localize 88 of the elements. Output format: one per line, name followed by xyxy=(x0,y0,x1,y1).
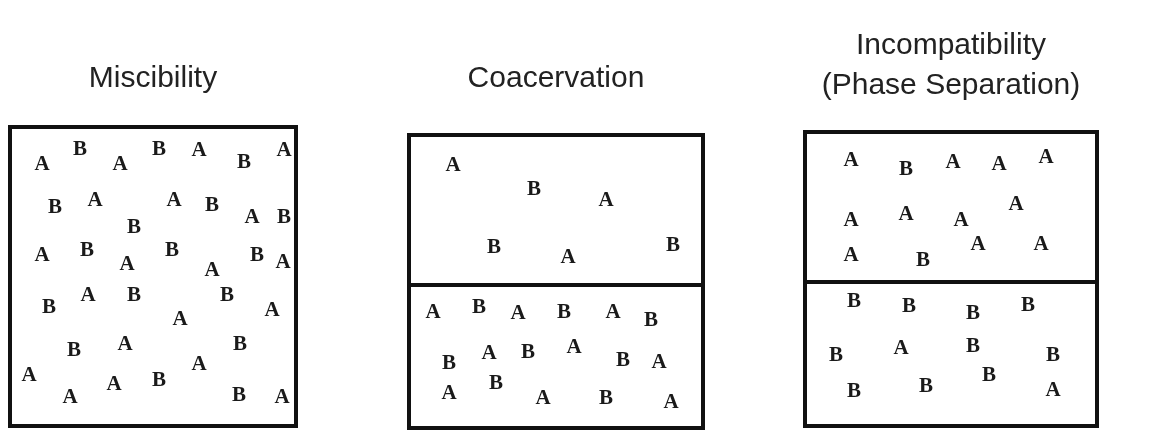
particle-letter: A xyxy=(119,252,135,274)
particle-letter: B xyxy=(489,371,503,393)
particle-letter: A xyxy=(275,250,291,272)
particle-letter: B xyxy=(472,295,486,317)
particle-letter: A xyxy=(843,243,859,265)
panel-title: Incompatibility (Phase Separation) xyxy=(820,26,1082,102)
panel-title: Coacervation xyxy=(467,59,645,95)
particle-letter: B xyxy=(127,215,141,237)
particle-letter: B xyxy=(165,238,179,260)
particle-letter: A xyxy=(481,341,497,363)
particle-letter: B xyxy=(982,363,996,385)
particle-letter: B xyxy=(487,235,501,257)
particle-letter: A xyxy=(566,335,582,357)
particle-letter: B xyxy=(1021,293,1035,315)
particle-letter: B xyxy=(152,368,166,390)
particle-letter: A xyxy=(21,363,37,385)
particle-letter: B xyxy=(73,137,87,159)
particle-letter: B xyxy=(205,193,219,215)
particle-letter: B xyxy=(237,150,251,172)
particle-letter: A xyxy=(560,245,576,267)
particle-letter: A xyxy=(953,208,969,230)
particle-letter: A xyxy=(172,307,188,329)
particle-letter: B xyxy=(250,243,264,265)
particle-letter: A xyxy=(843,148,859,170)
particle-letter: B xyxy=(277,205,291,227)
particle-letter: A xyxy=(1033,232,1049,254)
particle-letter: B xyxy=(152,137,166,159)
particle-letter: A xyxy=(945,150,961,172)
particle-letter: B xyxy=(847,289,861,311)
particle-letter: B xyxy=(599,386,613,408)
particle-letter: A xyxy=(598,188,614,210)
particle-letter: B xyxy=(966,301,980,323)
particle-letter: A xyxy=(80,283,96,305)
particle-letter: A xyxy=(651,350,667,372)
particle-letter: A xyxy=(898,202,914,224)
particle-letter: A xyxy=(191,352,207,374)
particle-letter: A xyxy=(106,372,122,394)
particle-letter: B xyxy=(847,379,861,401)
particle-letter: A xyxy=(1038,145,1054,167)
particle-letter: B xyxy=(220,283,234,305)
particle-letter: A xyxy=(1045,378,1061,400)
particle-letter: A xyxy=(970,232,986,254)
particle-letter: A xyxy=(34,243,50,265)
particle-letter: A xyxy=(274,385,290,407)
particle-letter: B xyxy=(829,343,843,365)
particle-letter: A xyxy=(991,152,1007,174)
particle-letter: A xyxy=(535,386,551,408)
particle-letter: A xyxy=(893,336,909,358)
particle-letter: A xyxy=(425,300,441,322)
particle-letter: B xyxy=(899,157,913,179)
particle-letter: A xyxy=(510,301,526,323)
particle-letter: A xyxy=(441,381,457,403)
particle-letter: A xyxy=(663,390,679,412)
particle-letter: B xyxy=(902,294,916,316)
particle-letter: B xyxy=(80,238,94,260)
particle-letter: B xyxy=(644,308,658,330)
particle-letter: B xyxy=(48,195,62,217)
particle-letter: A xyxy=(264,298,280,320)
particle-letter: A xyxy=(112,152,128,174)
particle-letter: A xyxy=(62,385,78,407)
particle-letter: B xyxy=(1046,343,1060,365)
particle-letter: B xyxy=(233,332,247,354)
particle-letter: B xyxy=(919,374,933,396)
particle-letter: B xyxy=(557,300,571,322)
particle-letter: A xyxy=(87,188,103,210)
particle-letter: B xyxy=(616,348,630,370)
particle-letter: A xyxy=(445,153,461,175)
particle-letter: A xyxy=(276,138,292,160)
particle-letter: B xyxy=(232,383,246,405)
panel-title: Miscibility xyxy=(88,59,218,95)
particle-letter: B xyxy=(527,177,541,199)
particle-letter: A xyxy=(204,258,220,280)
particle-letter: A xyxy=(117,332,133,354)
particle-letter: A xyxy=(166,188,182,210)
particle-letter: A xyxy=(191,138,207,160)
particle-letter: B xyxy=(966,334,980,356)
particle-letter: B xyxy=(67,338,81,360)
particle-letter: A xyxy=(1008,192,1024,214)
particle-letter: B xyxy=(521,340,535,362)
particle-letter: A xyxy=(244,205,260,227)
particle-letter: B xyxy=(916,248,930,270)
particle-letter: A xyxy=(34,152,50,174)
particle-letter: B xyxy=(42,295,56,317)
particle-letter: B xyxy=(666,233,680,255)
particle-letter: A xyxy=(843,208,859,230)
particle-letter: A xyxy=(605,300,621,322)
particle-letter: B xyxy=(442,351,456,373)
particle-letter: B xyxy=(127,283,141,305)
